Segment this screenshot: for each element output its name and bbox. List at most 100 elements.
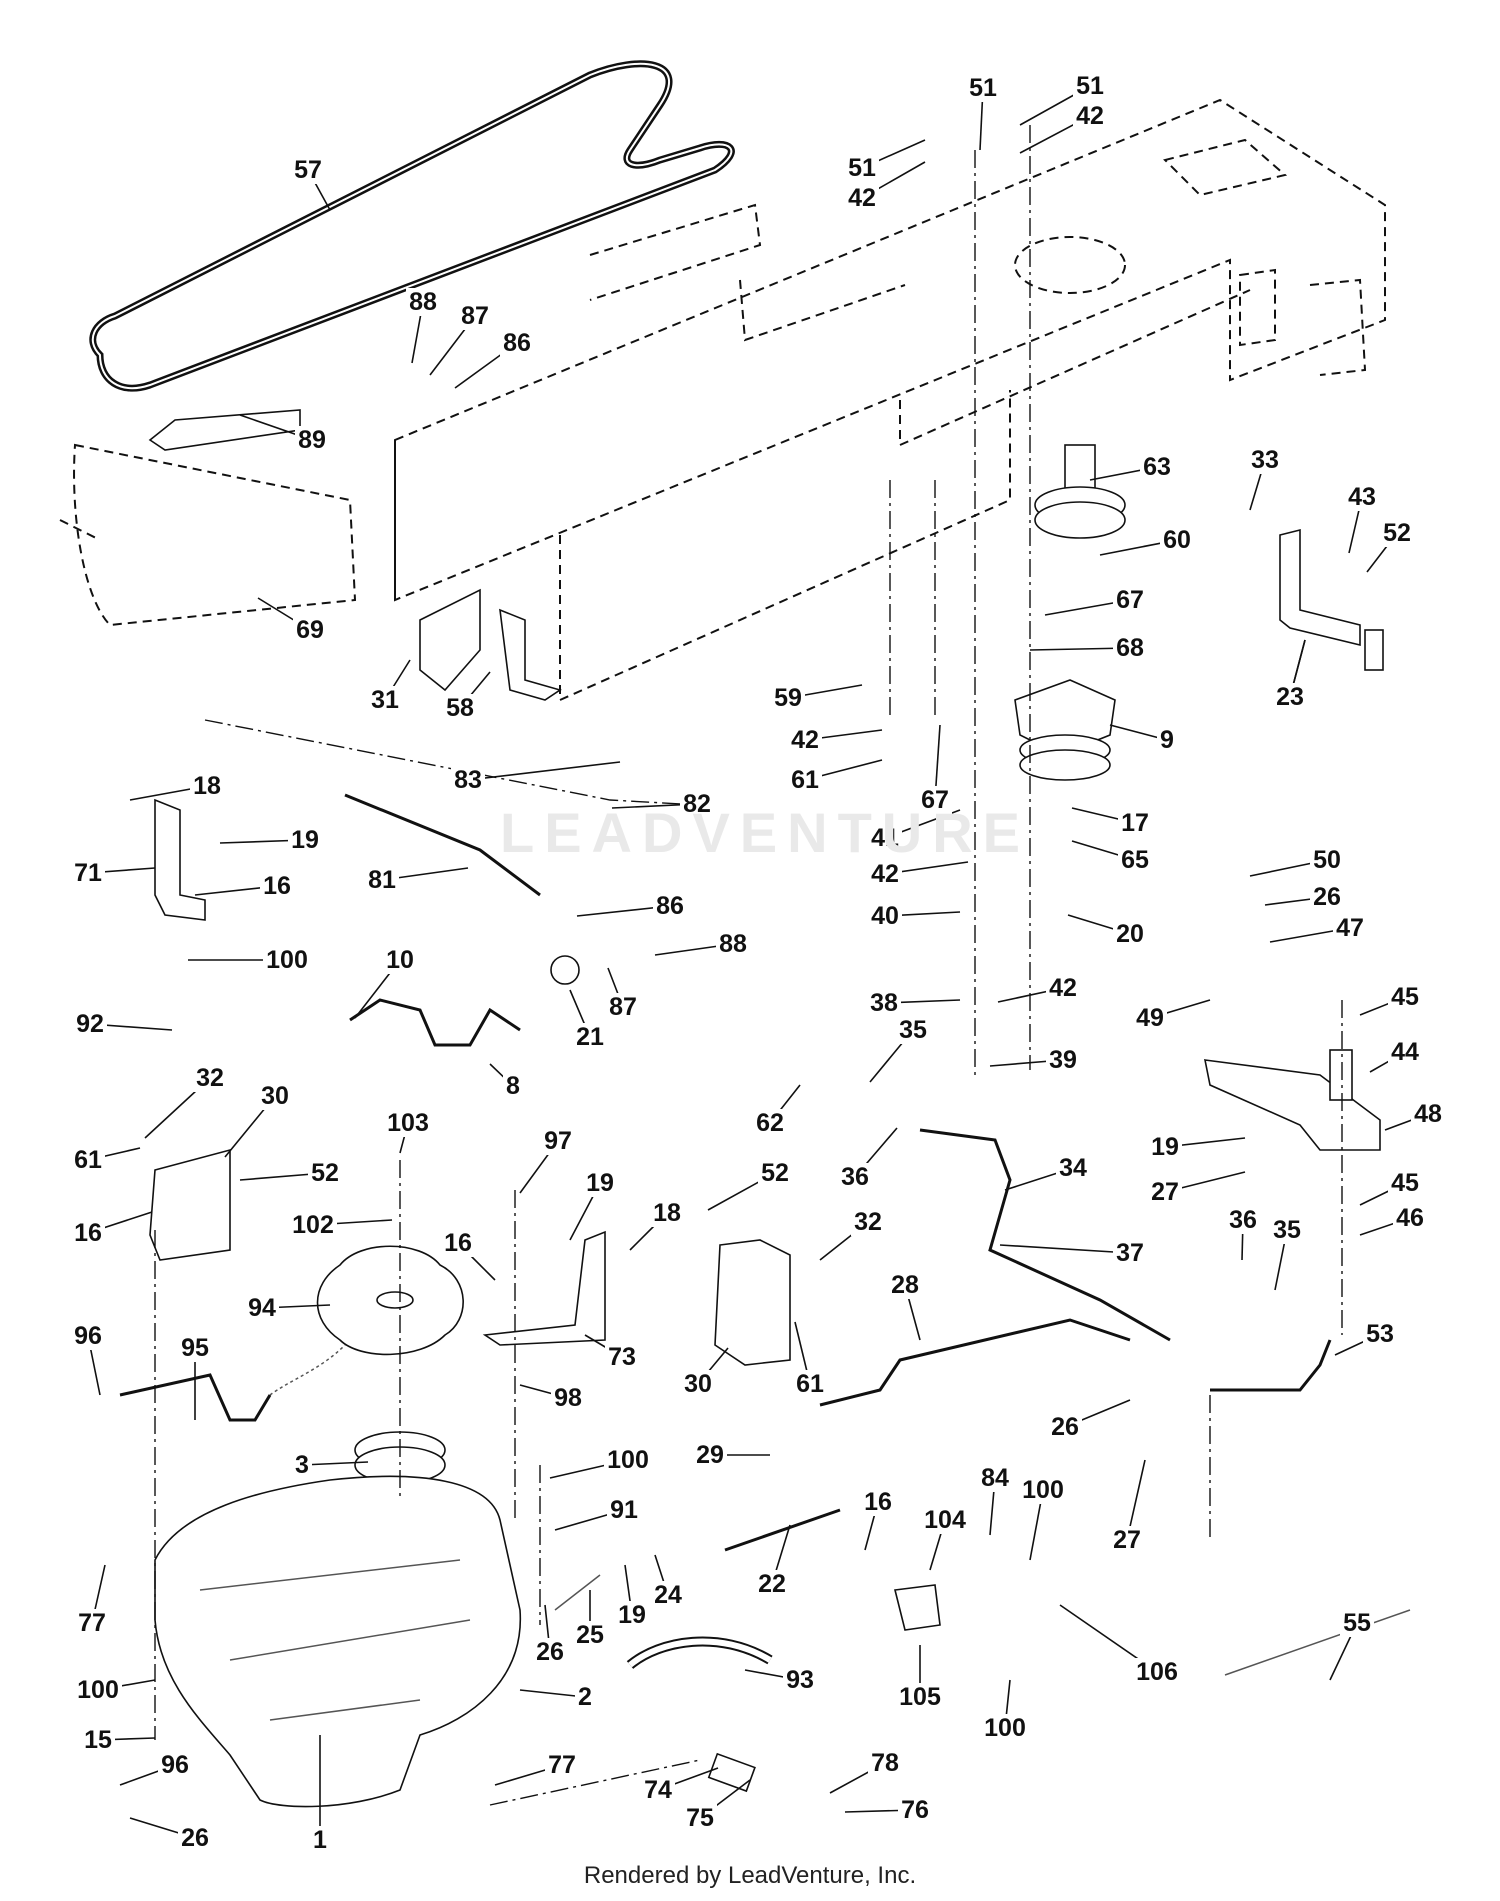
callout-number-41[interactable]: 41 bbox=[871, 824, 899, 852]
callout-number-73[interactable]: 73 bbox=[608, 1343, 636, 1371]
callout-number-42[interactable]: 42 bbox=[1076, 102, 1104, 130]
callout-number-19[interactable]: 19 bbox=[291, 826, 319, 854]
callout-number-76[interactable]: 76 bbox=[901, 1796, 929, 1824]
callout-number-69[interactable]: 69 bbox=[296, 616, 324, 644]
callout-number-40[interactable]: 40 bbox=[871, 902, 899, 930]
callout-number-100[interactable]: 100 bbox=[984, 1714, 1026, 1742]
callout-number-61[interactable]: 61 bbox=[791, 766, 819, 794]
callout-number-28[interactable]: 28 bbox=[891, 1271, 919, 1299]
callout-number-9[interactable]: 9 bbox=[1160, 726, 1174, 754]
callout-number-42[interactable]: 42 bbox=[848, 184, 876, 212]
callout-number-25[interactable]: 25 bbox=[576, 1621, 604, 1649]
callout-number-42[interactable]: 42 bbox=[791, 726, 819, 754]
callout-number-16[interactable]: 16 bbox=[74, 1219, 102, 1247]
callout-number-71[interactable]: 71 bbox=[74, 859, 102, 887]
callout-number-18[interactable]: 18 bbox=[653, 1199, 681, 1227]
callout-number-26[interactable]: 26 bbox=[536, 1638, 564, 1666]
callout-number-89[interactable]: 89 bbox=[298, 426, 326, 454]
callout-number-46[interactable]: 46 bbox=[1396, 1204, 1424, 1232]
callout-number-31[interactable]: 31 bbox=[371, 686, 399, 714]
callout-number-55[interactable]: 55 bbox=[1343, 1609, 1371, 1637]
callout-number-67[interactable]: 67 bbox=[921, 786, 949, 814]
callout-number-21[interactable]: 21 bbox=[576, 1023, 604, 1051]
callout-number-15[interactable]: 15 bbox=[84, 1726, 112, 1754]
callout-number-38[interactable]: 38 bbox=[870, 989, 898, 1017]
callout-number-32[interactable]: 32 bbox=[854, 1208, 882, 1236]
callout-number-105[interactable]: 105 bbox=[899, 1683, 941, 1711]
callout-number-88[interactable]: 88 bbox=[409, 288, 437, 316]
callout-number-10[interactable]: 10 bbox=[386, 946, 414, 974]
callout-number-63[interactable]: 63 bbox=[1143, 453, 1171, 481]
callout-number-51[interactable]: 51 bbox=[1076, 72, 1104, 100]
callout-number-34[interactable]: 34 bbox=[1059, 1154, 1087, 1182]
callout-number-50[interactable]: 50 bbox=[1313, 846, 1341, 874]
callout-number-58[interactable]: 58 bbox=[446, 694, 474, 722]
callout-number-48[interactable]: 48 bbox=[1414, 1100, 1442, 1128]
callout-number-49[interactable]: 49 bbox=[1136, 1004, 1164, 1032]
callout-number-87[interactable]: 87 bbox=[609, 993, 637, 1021]
callout-number-96[interactable]: 96 bbox=[74, 1322, 102, 1350]
callout-number-51[interactable]: 51 bbox=[969, 74, 997, 102]
callout-number-1[interactable]: 1 bbox=[313, 1826, 327, 1854]
callout-number-100[interactable]: 100 bbox=[607, 1446, 649, 1474]
callout-number-86[interactable]: 86 bbox=[656, 892, 684, 920]
callout-number-74[interactable]: 74 bbox=[644, 1776, 672, 1804]
callout-number-22[interactable]: 22 bbox=[758, 1570, 786, 1598]
callout-number-2[interactable]: 2 bbox=[578, 1683, 592, 1711]
callout-number-29[interactable]: 29 bbox=[696, 1441, 724, 1469]
callout-number-61[interactable]: 61 bbox=[796, 1370, 824, 1398]
callout-number-88[interactable]: 88 bbox=[719, 930, 747, 958]
callout-number-61[interactable]: 61 bbox=[74, 1146, 102, 1174]
callout-number-16[interactable]: 16 bbox=[444, 1229, 472, 1257]
callout-number-47[interactable]: 47 bbox=[1336, 914, 1364, 942]
callout-number-35[interactable]: 35 bbox=[899, 1016, 927, 1044]
callout-number-16[interactable]: 16 bbox=[263, 872, 291, 900]
callout-number-92[interactable]: 92 bbox=[76, 1010, 104, 1038]
callout-number-96[interactable]: 96 bbox=[161, 1751, 189, 1779]
callout-number-26[interactable]: 26 bbox=[1313, 883, 1341, 911]
callout-number-62[interactable]: 62 bbox=[756, 1109, 784, 1137]
callout-number-95[interactable]: 95 bbox=[181, 1334, 209, 1362]
callout-number-86[interactable]: 86 bbox=[503, 329, 531, 357]
callout-number-36[interactable]: 36 bbox=[841, 1163, 869, 1191]
callout-number-81[interactable]: 81 bbox=[368, 866, 396, 894]
callout-number-87[interactable]: 87 bbox=[461, 302, 489, 330]
callout-number-35[interactable]: 35 bbox=[1273, 1216, 1301, 1244]
callout-number-19[interactable]: 19 bbox=[1151, 1133, 1179, 1161]
callout-number-83[interactable]: 83 bbox=[454, 766, 482, 794]
callout-number-36[interactable]: 36 bbox=[1229, 1206, 1257, 1234]
callout-number-100[interactable]: 100 bbox=[1022, 1476, 1064, 1504]
callout-number-33[interactable]: 33 bbox=[1251, 446, 1279, 474]
callout-number-18[interactable]: 18 bbox=[193, 772, 221, 800]
callout-number-30[interactable]: 30 bbox=[684, 1370, 712, 1398]
callout-number-100[interactable]: 100 bbox=[77, 1676, 119, 1704]
callout-number-51[interactable]: 51 bbox=[848, 154, 876, 182]
callout-number-37[interactable]: 37 bbox=[1116, 1239, 1144, 1267]
callout-number-44[interactable]: 44 bbox=[1391, 1038, 1419, 1066]
callout-number-16[interactable]: 16 bbox=[864, 1488, 892, 1516]
callout-number-26[interactable]: 26 bbox=[181, 1824, 209, 1852]
callout-number-82[interactable]: 82 bbox=[683, 790, 711, 818]
callout-number-43[interactable]: 43 bbox=[1348, 483, 1376, 511]
callout-number-52[interactable]: 52 bbox=[311, 1159, 339, 1187]
callout-number-102[interactable]: 102 bbox=[292, 1211, 334, 1239]
callout-number-57[interactable]: 57 bbox=[294, 156, 322, 184]
callout-number-75[interactable]: 75 bbox=[686, 1804, 714, 1832]
callout-number-32[interactable]: 32 bbox=[196, 1064, 224, 1092]
callout-number-27[interactable]: 27 bbox=[1113, 1526, 1141, 1554]
callout-number-42[interactable]: 42 bbox=[871, 860, 899, 888]
callout-number-23[interactable]: 23 bbox=[1276, 683, 1304, 711]
callout-number-30[interactable]: 30 bbox=[261, 1082, 289, 1110]
callout-number-17[interactable]: 17 bbox=[1121, 809, 1149, 837]
callout-number-26[interactable]: 26 bbox=[1051, 1413, 1079, 1441]
callout-number-78[interactable]: 78 bbox=[871, 1749, 899, 1777]
callout-number-77[interactable]: 77 bbox=[78, 1609, 106, 1637]
callout-number-77[interactable]: 77 bbox=[548, 1751, 576, 1779]
callout-number-104[interactable]: 104 bbox=[924, 1506, 966, 1534]
callout-number-52[interactable]: 52 bbox=[761, 1159, 789, 1187]
callout-number-52[interactable]: 52 bbox=[1383, 519, 1411, 547]
callout-number-106[interactable]: 106 bbox=[1136, 1658, 1178, 1686]
callout-number-67[interactable]: 67 bbox=[1116, 586, 1144, 614]
callout-number-19[interactable]: 19 bbox=[586, 1169, 614, 1197]
callout-number-94[interactable]: 94 bbox=[248, 1294, 276, 1322]
